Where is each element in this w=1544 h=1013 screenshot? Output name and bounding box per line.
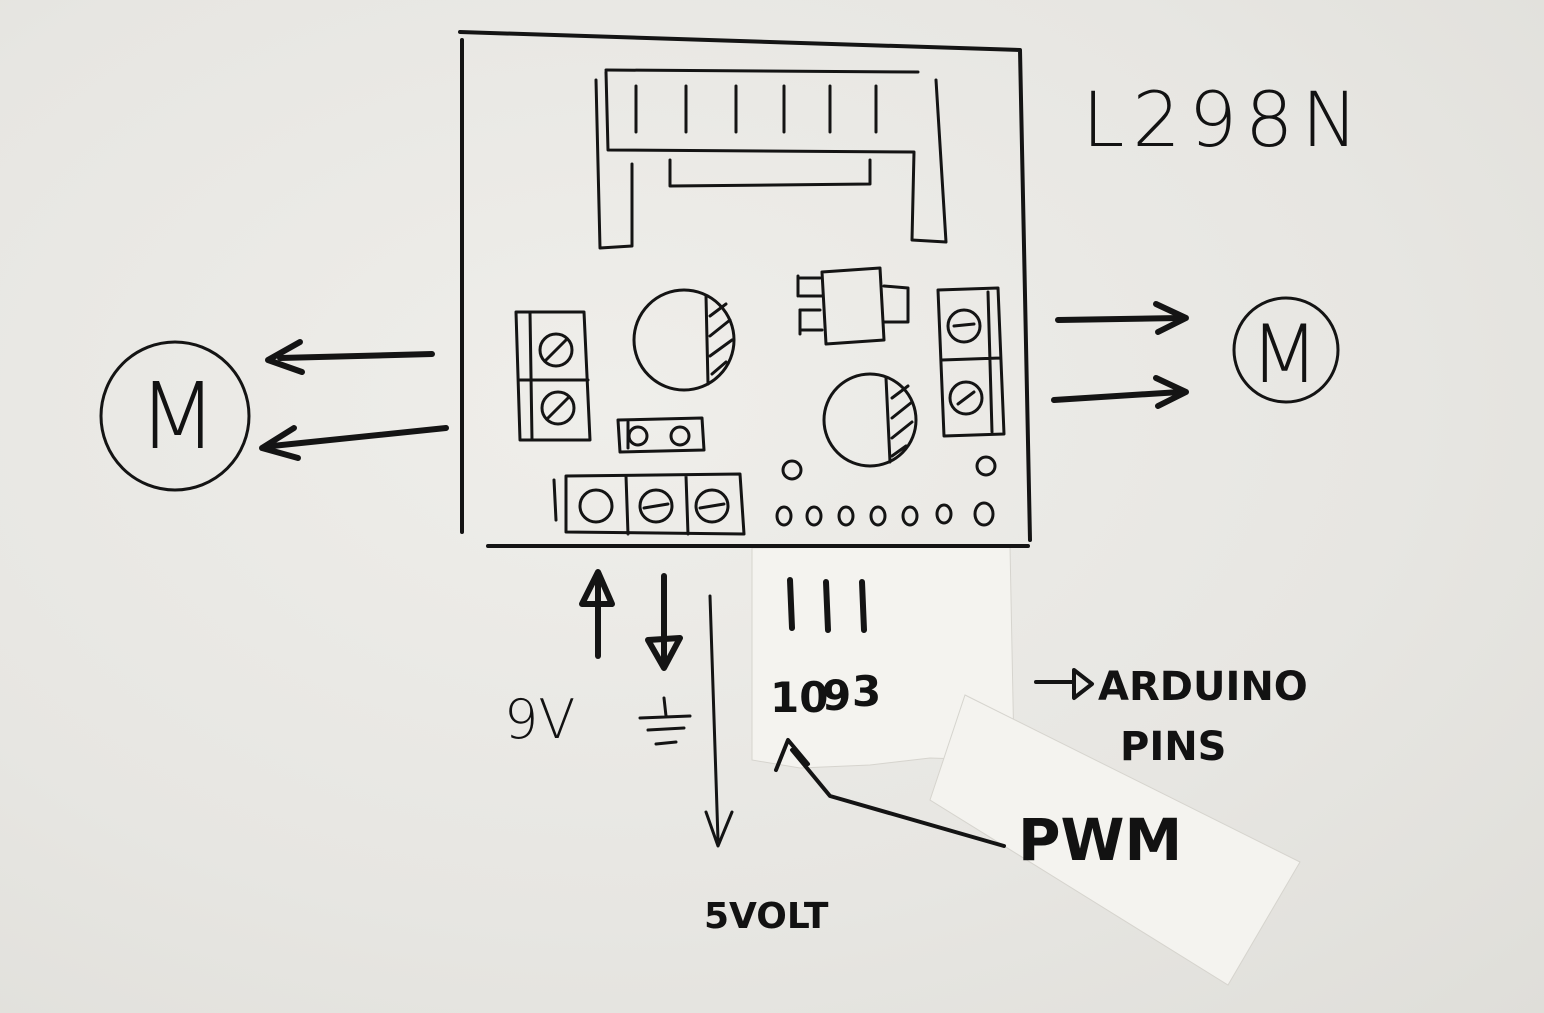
right-terminal-block (936, 286, 1006, 438)
board-outline (458, 30, 1032, 548)
power-input-label: 9V (504, 688, 575, 751)
pin-10-label: 10 (770, 673, 828, 722)
right-motor-arrow-bottom (1051, 389, 1183, 403)
left-terminal-screw-1 (538, 332, 574, 368)
tape-pieces (751, 545, 1301, 986)
jumper-block (616, 416, 706, 454)
power-terminal-block (552, 472, 746, 536)
left-motor-label: M (138, 363, 217, 470)
arduino-pins-label-line2: PINS (1120, 724, 1226, 770)
tape-strip-main (751, 545, 1015, 769)
pwm-pointer-arrow (774, 738, 1006, 848)
arduino-pointer-arrow (1034, 668, 1094, 700)
heatsink-body (594, 70, 948, 250)
left-motor: M (99, 339, 449, 492)
arduino-pin-wires (787, 577, 867, 633)
right-motor-circle (1232, 296, 1340, 404)
left-motor-arrow-top (277, 351, 435, 361)
arduino-pins-label-line1: ARDUINO (1098, 664, 1308, 710)
heatsink-top (604, 68, 920, 74)
module-label: L298N (1082, 75, 1366, 164)
right-motor-label: M (1250, 308, 1319, 401)
l298n-board (458, 30, 1032, 548)
heatsink (594, 68, 948, 250)
five-volt-wire (708, 594, 720, 842)
right-motor: M (1051, 296, 1340, 409)
pwm-label: PWM (1018, 806, 1182, 874)
control-header-pins (775, 455, 997, 527)
capacitor-2 (822, 372, 918, 468)
left-motor-arrow-bottom (269, 425, 449, 449)
voltage-regulator (796, 266, 910, 346)
tape-strip-pwm (929, 694, 1301, 986)
ground-symbol (638, 696, 692, 746)
heatsink-fins (634, 84, 878, 134)
left-motor-circle (99, 340, 251, 492)
five-volt-label: 5VOLT (704, 896, 829, 937)
pin-3-label: 3 (852, 667, 881, 716)
heatsink-chip (668, 158, 872, 188)
right-motor-arrow-top (1055, 315, 1183, 323)
capacitor-1 (632, 288, 736, 392)
left-terminal-screw-2 (540, 390, 576, 426)
left-terminal-frame (514, 310, 592, 442)
pin-9-label: 9 (822, 671, 851, 720)
power-wires (579, 569, 734, 848)
left-terminal-block (514, 310, 592, 442)
